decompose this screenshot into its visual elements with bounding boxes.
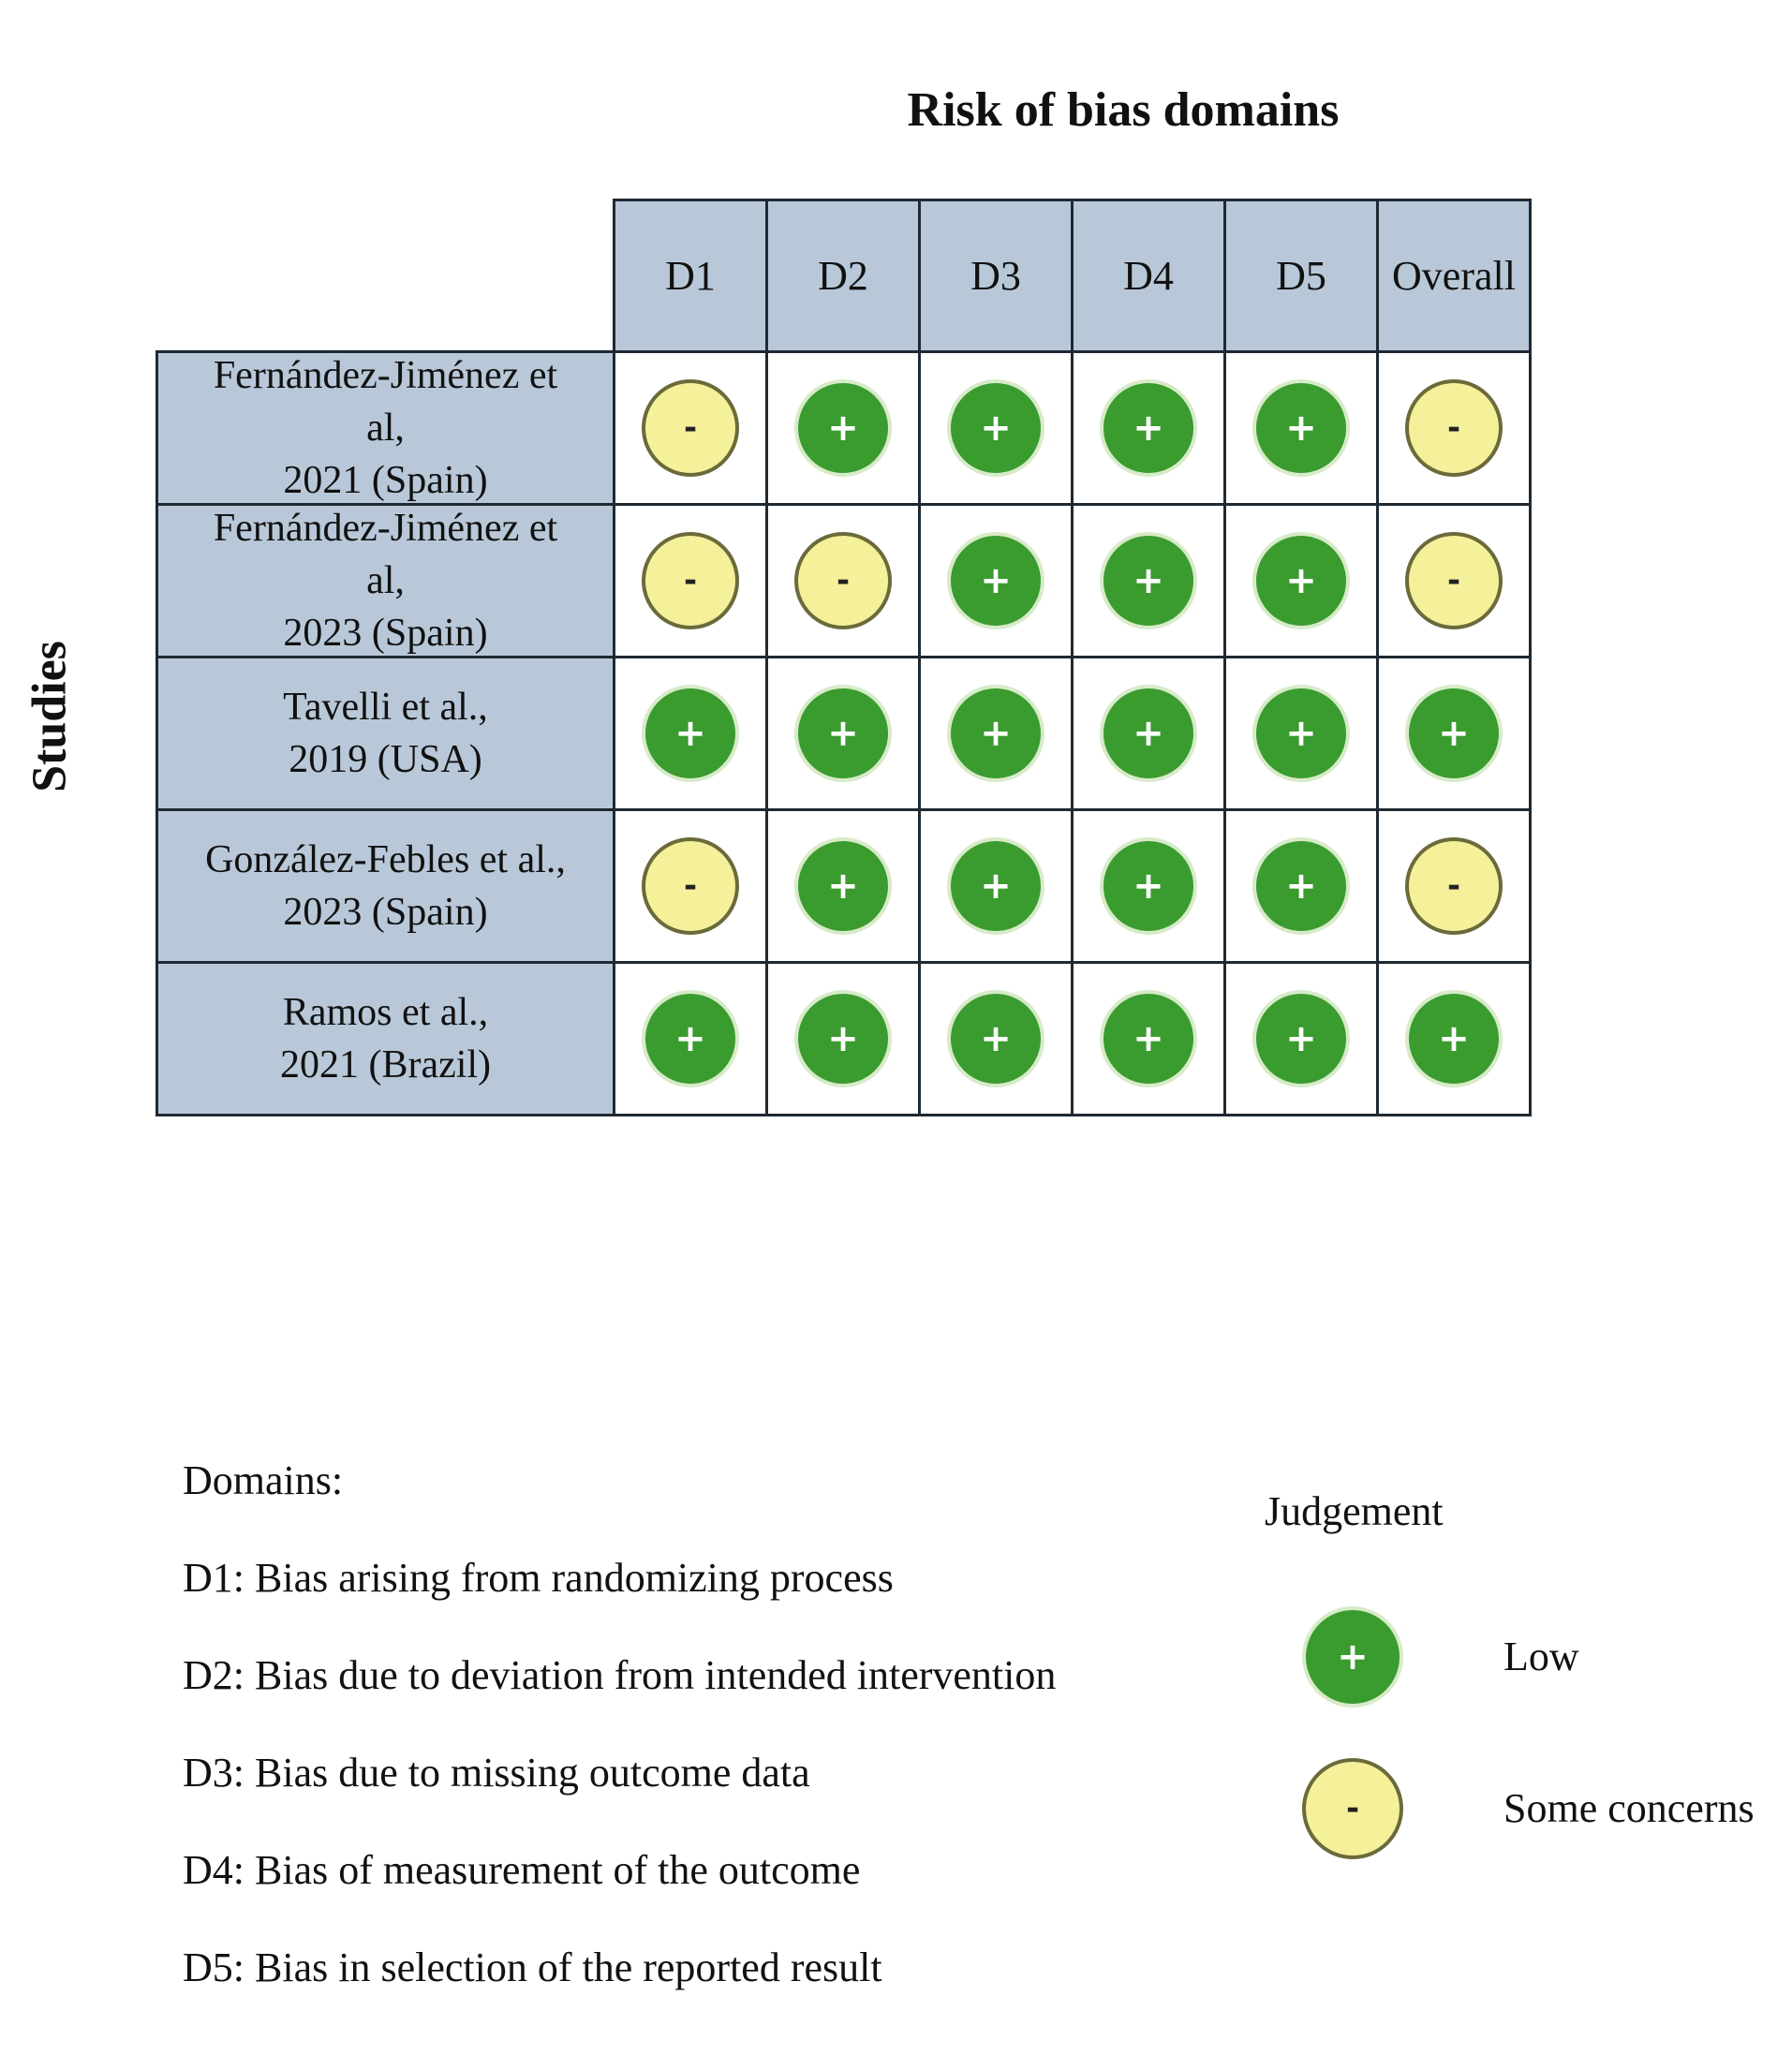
low-risk-icon: + [1100,532,1197,629]
study-label-5: Ramos et al., 2021 (Brazil) [156,961,615,1116]
judgement-cell-4-d4: + [1071,808,1226,964]
some-concerns-icon: - [642,837,739,935]
domain-item-d1: D1: Bias arising from randomizing proces… [183,1555,894,1601]
judgement-cell-4-overall: - [1376,808,1532,964]
some-concerns-icon: - [1405,532,1503,629]
column-header-d1: D1 [613,199,768,353]
some-concerns-icon: - [1405,379,1503,477]
domains-list: Domains: D1: Bias arising from randomizi… [183,1456,1213,2041]
some-concerns-icon: - [642,532,739,629]
low-risk-icon: + [1100,379,1197,477]
domain-item-d4: D4: Bias of measurement of the outcome [183,1847,861,1893]
judgement-cell-3-d2: + [765,656,921,811]
low-risk-icon: + [1405,990,1503,1087]
study-label-line: Fernández-Jiménez et [213,507,558,550]
low-risk-icon: + [1252,990,1350,1087]
study-label-line: 2021 (Spain) [283,459,488,502]
judgement-cell-2-d3: + [918,503,1074,658]
judgement-cell-3-overall: + [1376,656,1532,811]
legend-some-concerns-icon: - [1302,1758,1403,1859]
judgement-cell-5-overall: + [1376,961,1532,1116]
low-risk-icon: + [947,837,1044,935]
some-concerns-icon: - [642,379,739,477]
judgement-cell-4-d5: + [1223,808,1379,964]
study-label-line: Fernández-Jiménez et [213,354,558,397]
judgement-cell-2-d4: + [1071,503,1226,658]
judgement-cell-5-d5: + [1223,961,1379,1116]
judgement-cell-3-d1: + [613,656,768,811]
judgement-cell-2-overall: - [1376,503,1532,658]
judgement-cell-2-d5: + [1223,503,1379,658]
study-label-4: González-Febles et al., 2023 (Spain) [156,808,615,964]
low-risk-icon: + [794,990,892,1087]
legend-some-concerns-label: Some concerns [1503,1785,1755,1831]
study-label-line: 2023 (Spain) [283,612,488,655]
legend-low-icon: + [1302,1606,1403,1708]
study-label-3: Tavelli et al., 2019 (USA) [156,656,615,811]
study-label-line: al, [366,407,405,450]
column-header-d3: D3 [918,199,1074,353]
low-risk-icon: + [947,379,1044,477]
low-risk-icon: + [947,685,1044,782]
low-risk-icon: + [794,379,892,477]
figure-title: Risk of bias domains [907,83,1340,137]
judgement-cell-5-d1: + [613,961,768,1116]
low-risk-icon: + [947,990,1044,1087]
column-header-d5: D5 [1223,199,1379,353]
study-label-2: Fernández-Jiménez et al, 2023 (Spain) [156,503,615,658]
some-concerns-icon: - [794,532,892,629]
study-label-line: 2023 (Spain) [283,891,488,934]
domains-heading: Domains: [183,1457,344,1503]
low-risk-icon: + [1100,685,1197,782]
low-risk-icon: + [1252,532,1350,629]
column-header-d2: D2 [765,199,921,353]
judgement-cell-1-d3: + [918,350,1074,506]
low-risk-icon: + [947,532,1044,629]
domain-item-d3: D3: Bias due to missing outcome data [183,1750,810,1796]
judgement-cell-5-d4: + [1071,961,1226,1116]
legend-title: Judgement [1265,1488,1444,1534]
study-label-1: Fernández-Jiménez et al, 2021 (Spain) [156,350,615,506]
study-label-line: 2019 (USA) [289,738,482,781]
judgement-cell-5-d3: + [918,961,1074,1116]
judgement-cell-2-d2: - [765,503,921,658]
low-risk-icon: + [1252,379,1350,477]
low-risk-icon: + [1100,990,1197,1087]
column-header-overall: Overall [1376,199,1532,353]
judgement-cell-5-d2: + [765,961,921,1116]
study-label-line: al, [366,559,405,602]
low-risk-icon: + [1252,837,1350,935]
judgement-cell-1-overall: - [1376,350,1532,506]
low-risk-icon: + [1405,685,1503,782]
legend-item-low: + Low [1302,1606,1789,1709]
low-risk-icon: + [642,685,739,782]
judgement-cell-3-d5: + [1223,656,1379,811]
low-risk-icon: + [794,837,892,935]
judgement-cell-4-d1: - [613,808,768,964]
low-risk-icon: + [1100,837,1197,935]
judgement-cell-4-d3: + [918,808,1074,964]
judgement-cell-1-d5: + [1223,350,1379,506]
judgement-cell-1-d4: + [1071,350,1226,506]
low-risk-icon: + [1252,685,1350,782]
domain-item-d2: D2: Bias due to deviation from intended … [183,1652,1057,1698]
study-label-line: González-Febles et al., [205,838,566,881]
low-risk-icon: + [642,990,739,1087]
judgement-cell-3-d3: + [918,656,1074,811]
judgement-cell-1-d1: - [613,350,768,506]
some-concerns-icon: - [1405,837,1503,935]
study-label-line: 2021 (Brazil) [279,1043,492,1087]
column-header-d4: D4 [1071,199,1226,353]
judgement-cell-4-d2: + [765,808,921,964]
low-risk-icon: + [794,685,892,782]
domain-item-d5: D5: Bias in selection of the reported re… [183,1944,882,1990]
study-label-line: Ramos et al., [282,991,489,1034]
judgement-cell-3-d4: + [1071,656,1226,811]
legend-item-some-concerns: - Some concerns [1302,1758,1789,1861]
study-label-line: Tavelli et al., [283,686,488,729]
judgement-cell-2-d1: - [613,503,768,658]
legend-low-label: Low [1503,1634,1579,1679]
judgement-cell-1-d2: + [765,350,921,506]
